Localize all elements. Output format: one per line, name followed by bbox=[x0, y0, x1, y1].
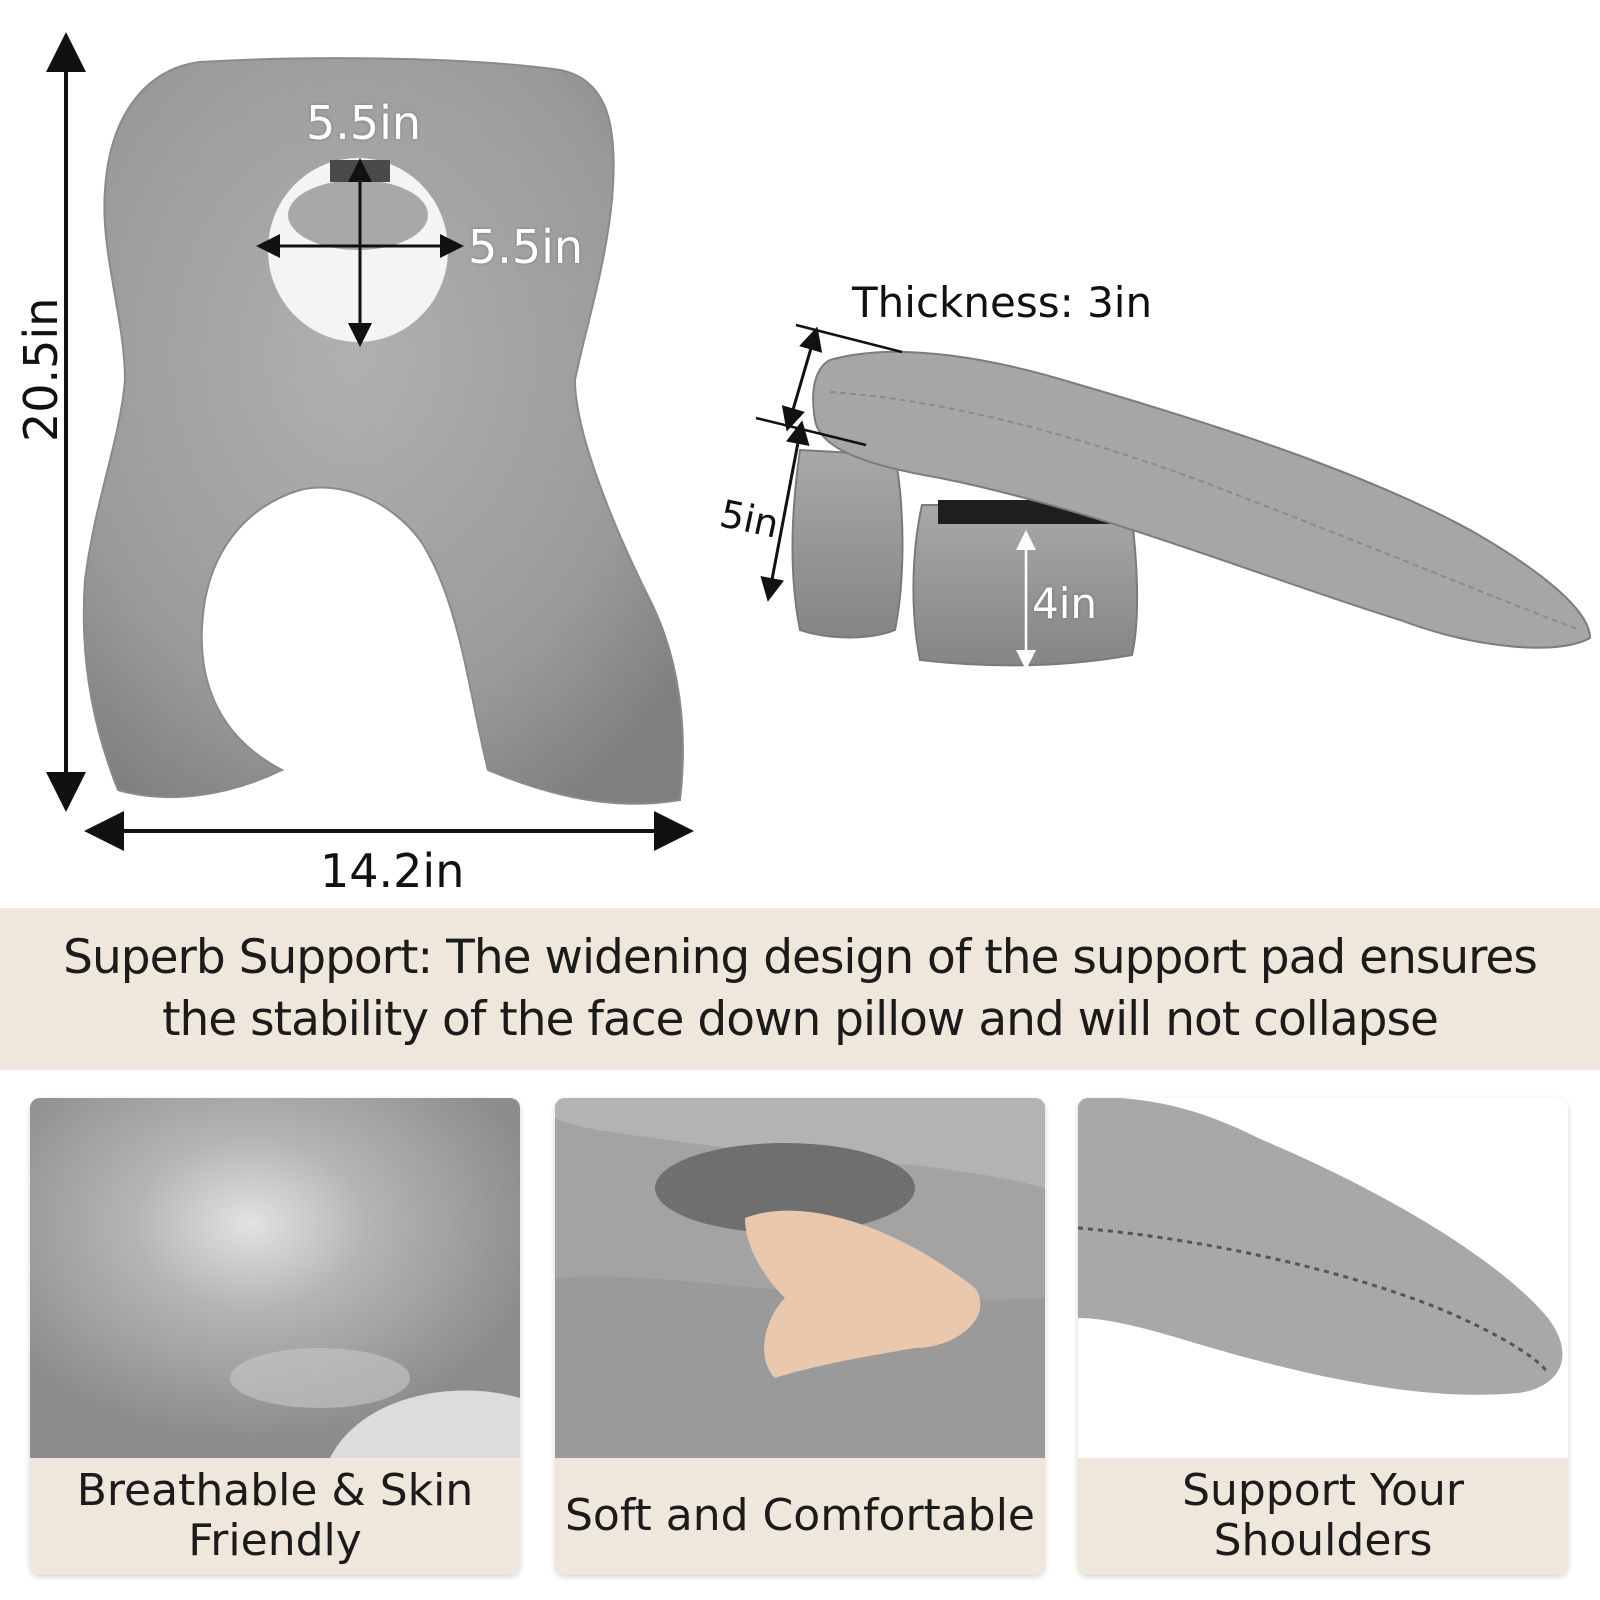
pillow-edge-image bbox=[1078, 1098, 1568, 1458]
feature-caption: Soft and Comfortable bbox=[564, 1489, 1035, 1541]
dimension-diagram: 5.5in 5.5in 20.5in 14.2in Thickness: 3in… bbox=[14, 31, 1592, 898]
pillow-side-view bbox=[791, 350, 1592, 667]
thickness-arrow bbox=[781, 326, 823, 432]
pillow-front-view bbox=[82, 57, 684, 805]
feature-caption: Support Your Shoulders bbox=[1182, 1464, 1464, 1566]
hand-pressing-image bbox=[555, 1098, 1045, 1458]
support-banner: Superb Support: The widening design of t… bbox=[0, 908, 1600, 1070]
hole-height-label: 5.5in bbox=[306, 96, 422, 150]
banner-text: Superb Support: The widening design of t… bbox=[63, 930, 1538, 1047]
support-height-label: 5in bbox=[716, 491, 783, 547]
total-width-label: 14.2in bbox=[320, 844, 465, 898]
hole-width-label: 5.5in bbox=[468, 220, 584, 274]
support-height-arrow bbox=[760, 420, 810, 602]
feature-card-soft: Soft and Comfortable bbox=[555, 1098, 1045, 1575]
feature-card-shoulders: Support Your Shoulders bbox=[1078, 1098, 1568, 1575]
pillow-diagram-svg bbox=[46, 31, 1592, 851]
total-height-label: 20.5in bbox=[14, 297, 68, 442]
feature-caption: Breathable & Skin Friendly bbox=[76, 1464, 474, 1566]
fabric-closeup-image bbox=[30, 1098, 520, 1458]
feature-card-breathable: Breathable & Skin Friendly bbox=[30, 1098, 520, 1575]
thickness-label: Thickness: 3in bbox=[852, 278, 1153, 327]
pad-height-label: 4in bbox=[1032, 579, 1098, 628]
